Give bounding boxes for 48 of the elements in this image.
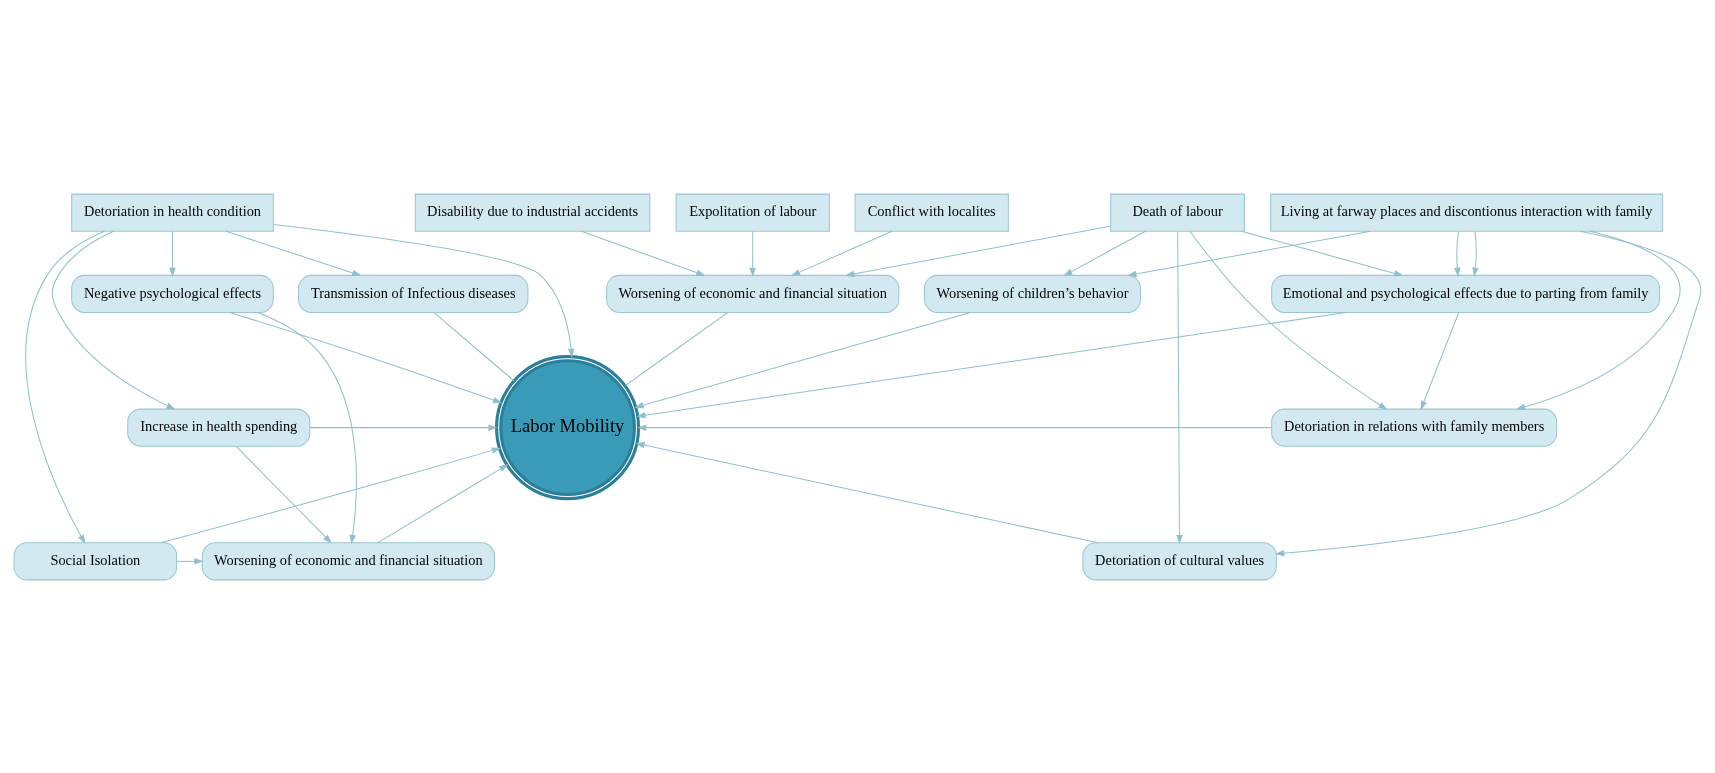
arrow [1515, 230, 1681, 410]
arrow [169, 230, 176, 277]
arrow [1176, 230, 1183, 544]
node-box: Worsening of economic and financial situation [606, 274, 900, 313]
arrow [273, 223, 575, 358]
node-box: Detoriation of cultural values [1082, 541, 1277, 580]
arrow [1472, 230, 1479, 277]
arrow [749, 230, 756, 277]
connector [433, 311, 515, 381]
arrow [635, 441, 1099, 543]
node-box: Living at farway places and discontionus interaction with family [1270, 193, 1664, 232]
arrow [235, 445, 332, 544]
arrow [1454, 230, 1461, 277]
node-box: Conflict with localites [854, 193, 1009, 232]
arrow [1420, 311, 1460, 410]
arrow [1189, 230, 1388, 410]
node-box: Negative psychological effects [71, 274, 274, 313]
arrow [25, 230, 105, 544]
connector [624, 311, 729, 386]
arrow [634, 311, 971, 408]
node-box: Social Isolation [13, 541, 178, 580]
arrow [580, 230, 706, 276]
arrow [1127, 230, 1372, 277]
arrow [637, 423, 1272, 431]
node-box: Detoriation in health condition [71, 193, 274, 232]
arrow [1275, 230, 1702, 556]
node-box: Transmission of Infectious diseases [298, 274, 529, 313]
node-box: Worsening of economic and financial situation [201, 541, 496, 580]
arrow [256, 311, 357, 544]
node-box: Death of labour [1110, 193, 1245, 232]
arrow [176, 557, 204, 565]
node-box: Increase in health spending [127, 408, 311, 447]
arrow [309, 423, 498, 431]
arrow [1063, 230, 1146, 276]
arrow [790, 230, 893, 276]
arrow [1241, 230, 1404, 276]
node-box: Expolitation of labour [675, 193, 830, 232]
arrow [225, 230, 362, 276]
arrow [636, 311, 1347, 418]
arrow [160, 446, 502, 543]
node-box: Detoriation in relations with family members [1271, 408, 1558, 447]
node-box: Worsening of children’s behavior [924, 274, 1142, 313]
arrow [51, 230, 176, 410]
arrow [229, 311, 503, 403]
arrow [845, 225, 1111, 277]
node-box: Emotional and psychological effects due to parting from family [1271, 274, 1661, 313]
node-box: Disability due to industrial accidents [414, 193, 651, 232]
arrow [377, 463, 509, 543]
